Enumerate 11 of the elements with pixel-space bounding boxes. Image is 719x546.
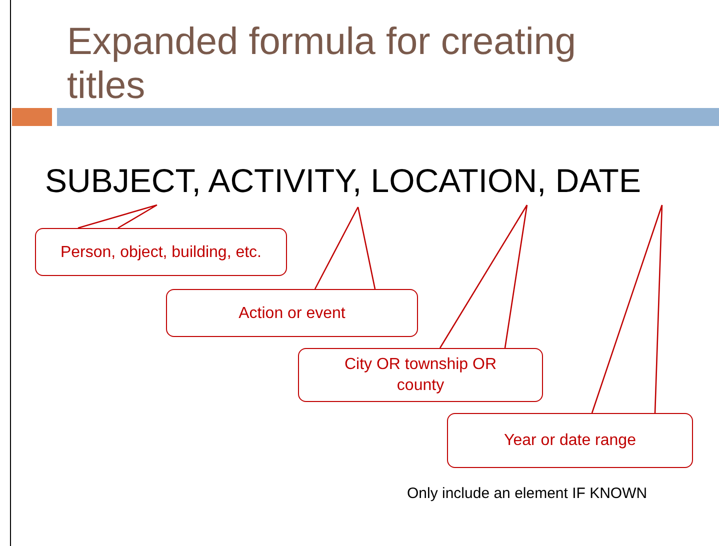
callout-box: Year or date range [447, 413, 693, 468]
callout-tail [77, 204, 158, 229]
callout-tail [591, 204, 663, 414]
callout-box: Person, object, building, etc. [35, 228, 287, 276]
callout-tail [314, 206, 376, 290]
slide-title: Expanded formula for creating titles [67, 20, 578, 108]
callout-box: Action or event [166, 289, 418, 337]
callout-box: City OR township OR county [298, 348, 543, 402]
note-text: Only include an element IF KNOWN [407, 485, 648, 502]
callout-tail [439, 204, 528, 349]
heading-formula: SUBJECT, ACTIVITY, LOCATION, DATE [45, 162, 641, 200]
